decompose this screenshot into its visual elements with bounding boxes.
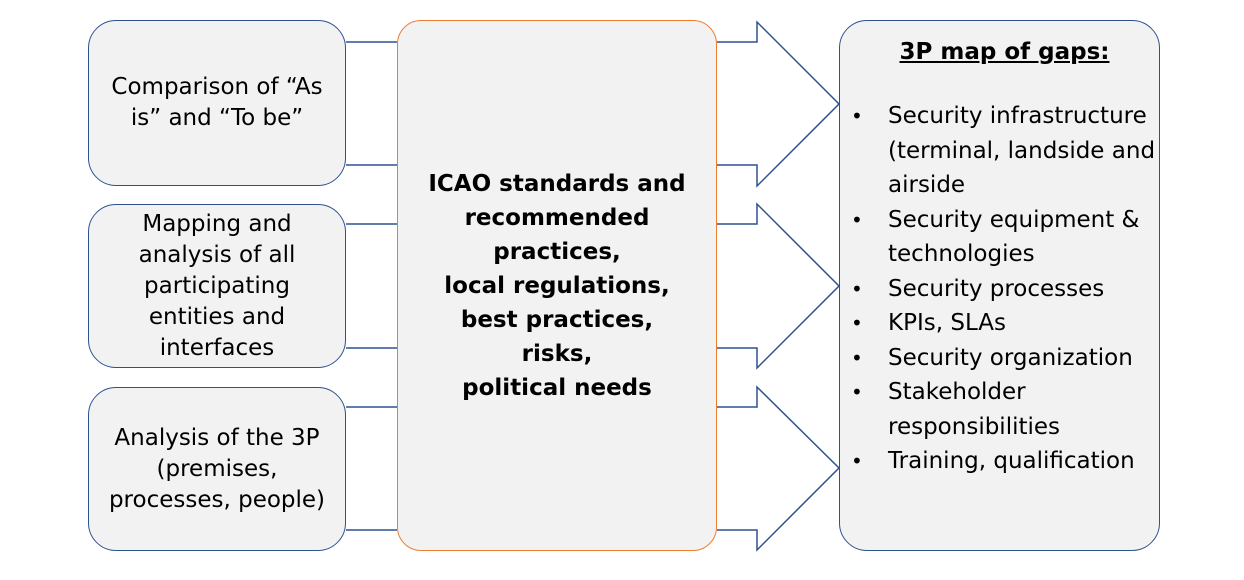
comparison-text: Comparison of “As is” and “To be” <box>111 74 323 131</box>
list-item: • Stakeholder responsibilities <box>851 375 1159 444</box>
analysis-box: Analysis of the 3P (premises, processes,… <box>88 387 346 551</box>
list-item-text: Security organization <box>888 344 1133 371</box>
list-item-text: Security equipment & technologies <box>888 206 1140 268</box>
bullet-icon: • <box>851 276 863 301</box>
standards-text: ICAO standards and recommended practices… <box>428 170 686 401</box>
arrow-shape-bottom <box>717 385 841 552</box>
list-item: • Training, qualification <box>851 444 1159 479</box>
list-item: • Security infrastructure (terminal, lan… <box>851 99 1159 203</box>
bullet-icon: • <box>851 104 863 128</box>
list-item-text: Training, qualification <box>888 448 1135 474</box>
comparison-box: Comparison of “As is” and “To be” <box>88 20 346 186</box>
arrow-shape-top <box>717 20 841 188</box>
list-item: • KPIs, SLAs <box>851 306 1159 341</box>
arrow-shape-middle <box>717 202 841 370</box>
list-item-text: Stakeholder responsibilities <box>888 379 1061 440</box>
standards-box: ICAO standards and recommended practices… <box>397 20 717 551</box>
list-item: • Security processes <box>851 272 1159 307</box>
list-item: • Security organization <box>851 341 1159 376</box>
bullet-icon: • <box>851 207 863 232</box>
bullet-icon: • <box>851 380 863 404</box>
list-item-text: KPIs, SLAs <box>888 310 1006 336</box>
mapping-text: Mapping and analysis of all participatin… <box>138 210 296 361</box>
gap-map-list: • Security infrastructure (terminal, lan… <box>840 99 1159 479</box>
gap-map-title: 3P map of gaps: <box>899 39 1110 65</box>
bullet-icon: • <box>851 345 863 370</box>
bullet-icon: • <box>851 449 863 473</box>
analysis-text: Analysis of the 3P (premises, processes,… <box>108 424 326 513</box>
list-item-text: Security processes <box>888 275 1105 302</box>
list-item: • Security equipment & technologies <box>851 203 1159 272</box>
list-item-text: Security infrastructure (terminal, lands… <box>888 103 1156 198</box>
mapping-box: Mapping and analysis of all participatin… <box>88 204 346 368</box>
gap-map-box: 3P map of gaps: • Security infrastructur… <box>839 20 1160 551</box>
bullet-icon: • <box>851 311 863 335</box>
